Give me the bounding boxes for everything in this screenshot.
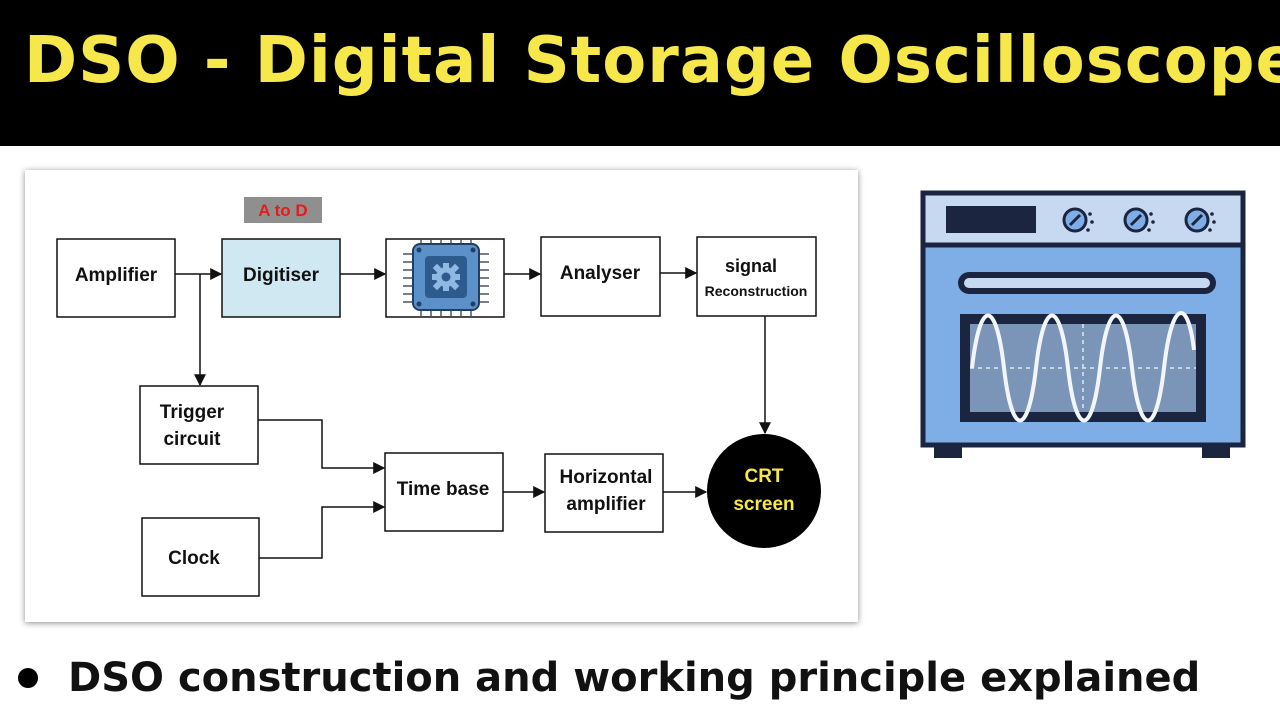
adc-tag: A to D bbox=[244, 197, 322, 223]
reconstruction-label: Reconstruction bbox=[705, 283, 808, 299]
analyser-block: Analyser bbox=[540, 236, 661, 317]
trigger-label: Trigger bbox=[160, 402, 225, 423]
digitiser-block: Digitiser bbox=[221, 238, 341, 318]
processor-block bbox=[385, 238, 505, 318]
title-banner: DSO - Digital Storage Oscilloscope bbox=[0, 0, 1280, 146]
signal-reconstruction-block: signal Reconstruction bbox=[696, 236, 817, 317]
arrow-clock-to-timebase bbox=[259, 501, 386, 559]
time-base-label: Time base bbox=[397, 479, 490, 500]
adc-tag-label: A to D bbox=[258, 201, 307, 220]
oscilloscope-device-icon bbox=[920, 190, 1246, 460]
arrow-trigger-to-timebase bbox=[258, 419, 386, 474]
processor-chip-gear-icon bbox=[403, 240, 489, 316]
crt-label: CRT bbox=[744, 466, 783, 487]
analyser-label: Analyser bbox=[560, 263, 641, 284]
time-base-block: Time base bbox=[384, 452, 504, 532]
connectors bbox=[175, 267, 771, 559]
clock-label: Clock bbox=[168, 548, 220, 569]
circuit-label: circuit bbox=[163, 429, 221, 450]
bullet-dot-icon bbox=[18, 668, 38, 688]
bullet-point: DSO construction and working principle e… bbox=[18, 650, 1200, 706]
signal-label: signal bbox=[725, 256, 777, 276]
screen-label: screen bbox=[733, 494, 794, 515]
crt-screen: CRT screen bbox=[707, 434, 821, 548]
subtitle-text: DSO construction and working principle e… bbox=[68, 655, 1201, 701]
block-diagram-card: A to D Amplifier Digitiser bbox=[25, 170, 858, 622]
amplifier-block: Amplifier bbox=[56, 238, 176, 318]
horizontal-amplifier-block: Horizontal amplifier bbox=[544, 453, 664, 533]
digitiser-label: Digitiser bbox=[243, 265, 320, 286]
page-title: DSO - Digital Storage Oscilloscope bbox=[24, 24, 1280, 98]
trigger-circuit-block: Trigger circuit bbox=[139, 385, 259, 465]
amplifier-label: Amplifier bbox=[75, 265, 158, 286]
horizontal-label: Horizontal bbox=[560, 467, 653, 488]
block-diagram: A to D Amplifier Digitiser bbox=[56, 197, 821, 597]
amplifier-line-label: amplifier bbox=[566, 494, 646, 515]
clock-block: Clock bbox=[141, 517, 260, 597]
